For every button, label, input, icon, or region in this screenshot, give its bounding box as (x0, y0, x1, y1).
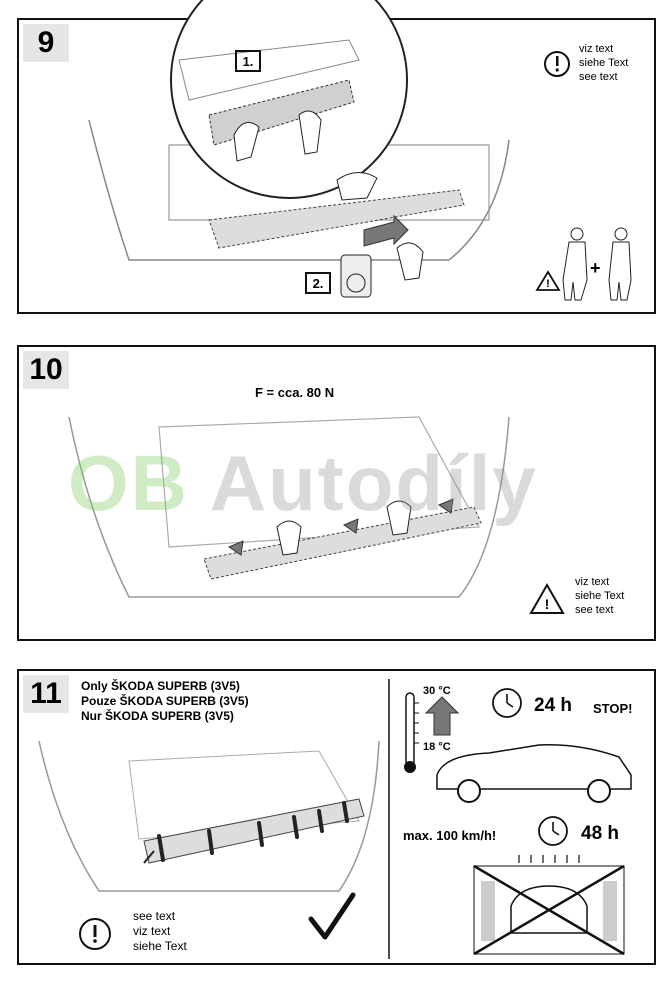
force-label: F = cca. 80 N (255, 385, 335, 400)
step-10-panel: 10 F = cca. 80 N ! viz text siehe Text s… (17, 345, 656, 641)
see-text-note: viz text siehe Text see text (575, 576, 625, 616)
wait-time-24h: 24 h (534, 695, 573, 716)
wait-time-48h: 48 h (581, 823, 620, 844)
label-step-2: 2. (305, 272, 331, 294)
step-11-panel: 11 Only ŠKODA SUPERB (3V5) Pouze ŠKODA S… (17, 669, 656, 965)
see-text-note: see text viz text siehe Text (133, 909, 187, 953)
plus-sign: + (590, 258, 601, 278)
step-11-illustration (38, 679, 632, 959)
label-step-1: 1. (235, 50, 261, 72)
watermark: OB Autodíly (68, 439, 538, 527)
step-9-panel: 9 ! 1. 2. viz (17, 0, 656, 314)
step-10-illustration: ! (68, 416, 565, 614)
temp-low: 18 °C (423, 741, 451, 753)
stop-label: STOP! (593, 701, 633, 716)
step-number: 11 (23, 675, 69, 713)
model-title: Only ŠKODA SUPERB (3V5) Pouze ŠKODA SUPE… (81, 679, 249, 723)
step-9-illustration: ! (88, 0, 632, 301)
speed-limit: max. 100 km/h! (403, 828, 497, 843)
see-text-note: viz text siehe Text see text (579, 43, 629, 83)
svg-text:!: ! (545, 596, 550, 612)
step-number: 9 (23, 24, 69, 62)
svg-text:!: ! (546, 278, 550, 290)
temp-high: 30 °C (423, 685, 451, 697)
step-number: 10 (23, 351, 69, 389)
